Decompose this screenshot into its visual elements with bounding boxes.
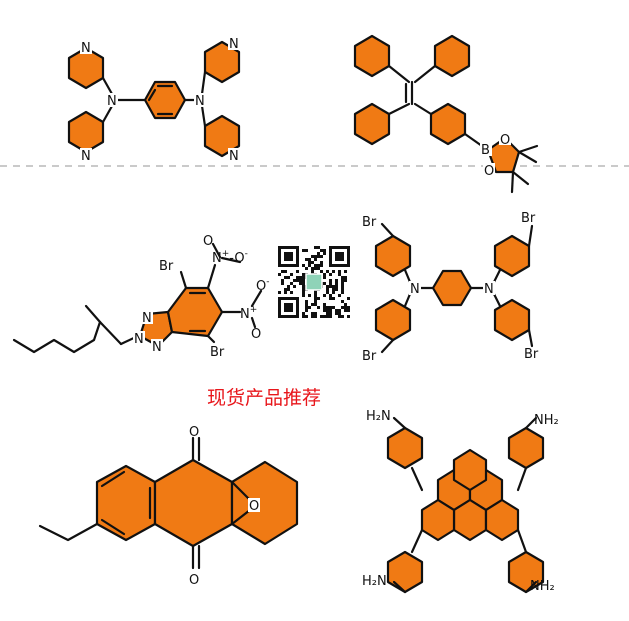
atom-o-nitro-lower-1: O- (256, 277, 269, 294)
atom-n-pyridine-4: N (229, 149, 239, 164)
ring-aminophenyl-upper-left (386, 426, 424, 470)
atom-br-3: Br (362, 349, 377, 364)
atom-n-pyridine-2: N (81, 149, 91, 164)
atom-br-4: Br (524, 347, 539, 362)
ring-phenyl-upper-left (353, 34, 391, 78)
ring-pyrene-3 (452, 498, 488, 542)
atom-o-nitro-lower-2: O (251, 327, 261, 342)
atom-br-1: Br (362, 215, 377, 230)
atom-amine-1: H₂N (366, 409, 391, 424)
ring-benzo (166, 286, 224, 338)
atom-amine-4: NH₂ (530, 579, 555, 594)
ring-phenyl-upper-right (433, 34, 471, 78)
ring-pyrene-6 (452, 448, 488, 492)
atom-b: B (481, 143, 490, 158)
atom-n-triazole-2: N (134, 332, 144, 347)
atom-n-right-2: N (484, 282, 494, 297)
ring-bromophenyl-upper-left (374, 234, 412, 278)
molecule-tetra-aminophenyl-pyrene: H₂N NH₂ H₂N NH₂ (362, 409, 559, 594)
ring-bromophenyl-lower-right (493, 298, 531, 342)
ring-pyrene-4 (420, 498, 456, 542)
ring-aminophenyl-lower-left (386, 550, 424, 594)
atom-o-carbonyl-top: O (189, 425, 199, 440)
ring-center-benzene (143, 80, 187, 120)
atom-o-2: O (484, 164, 494, 179)
atom-amine-2: NH₂ (534, 413, 559, 428)
atom-n-triazole-1: N (142, 311, 152, 326)
atom-br-2: Br (521, 211, 536, 226)
atom-n-left: N (107, 94, 117, 109)
atom-n-triazole-3: N (152, 340, 162, 355)
ring-quinone-center (153, 458, 234, 548)
atom-n-right: N (195, 94, 205, 109)
molecule-tpe-boronate: B O O (353, 34, 539, 194)
ring-pyridine-lower-left (67, 110, 105, 154)
qr-code (278, 246, 350, 318)
atom-o-nitro-upper: O (203, 234, 213, 249)
ring-pyridine-upper-left (67, 46, 105, 90)
molecule-tetrapyridyl-phenylenediamine: N N N N N N (67, 36, 241, 164)
atom-o-carbonyl-bottom: O (189, 573, 199, 588)
ring-aminophenyl-upper-right (507, 426, 545, 470)
atom-amine-3: H₂N (362, 574, 387, 589)
molecule-ethyl-anthraquinone-epoxide: O O O (38, 425, 299, 588)
atom-br-top: Br (159, 259, 174, 274)
ring-cyclohexane-right (230, 460, 299, 546)
ring-pyridine-upper-right (203, 40, 241, 84)
page-title: 现货产品推荐 (207, 387, 321, 409)
atom-o-1: O (500, 133, 510, 148)
ring-pyrene-5 (484, 498, 520, 542)
ring-aromatic-left (95, 464, 157, 542)
atom-n-pyridine-1: N (81, 41, 91, 56)
atom-n-left-2: N (410, 282, 420, 297)
ring-center-benzene-2 (431, 269, 473, 307)
atom-n-pyridine-3: N (229, 37, 239, 52)
ring-phenyl-lower-left (353, 102, 391, 146)
nitro-group-upper: N+-O- (212, 249, 248, 266)
nitro-group-lower: N+ (240, 305, 257, 322)
atom-br-bottom: Br (210, 345, 225, 360)
ring-phenyl-lower-right (429, 102, 467, 146)
atom-o-epoxide: O (249, 499, 259, 514)
molecule-dibromo-dinitro-benzotriazole: N N N Br Br N+-O- O N+ O- O (12, 234, 269, 360)
molecule-tetrabromophenyl-phenylenediamine: N N Br Br Br Br (362, 211, 539, 364)
